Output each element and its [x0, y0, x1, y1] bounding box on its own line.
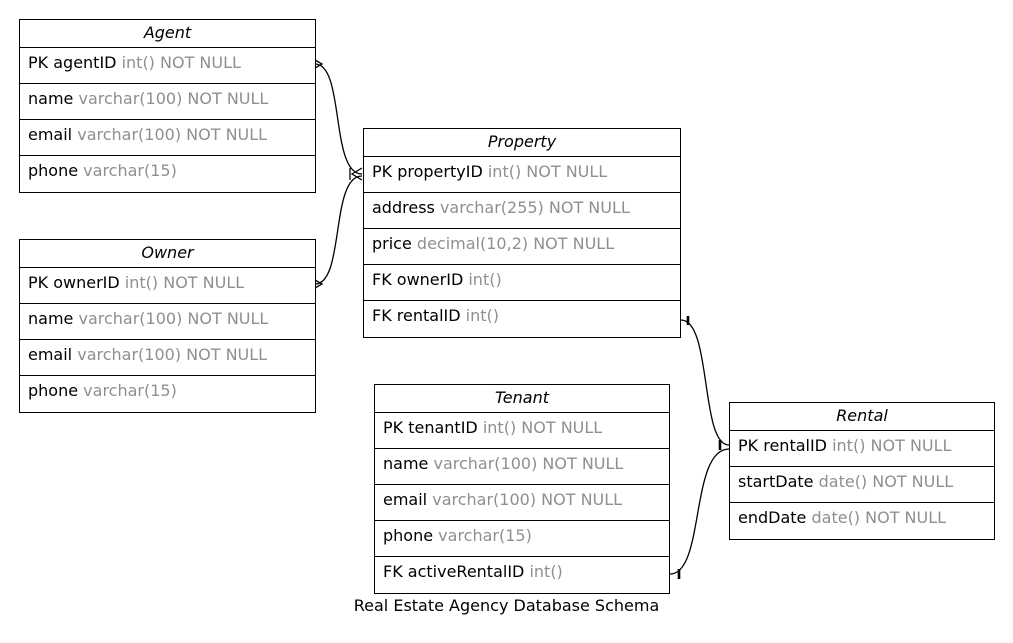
field-type: varchar(100) NOT NULL [77, 345, 268, 364]
field-name: address [372, 198, 435, 217]
field-row: PK propertyID int() NOT NULL [364, 157, 680, 193]
crow-foot-marker [314, 59, 324, 69]
field-name: PK tenantID [383, 418, 478, 437]
field-type: varchar(100) NOT NULL [77, 125, 268, 144]
field-row: email varchar(100) NOT NULL [375, 485, 669, 521]
field-type: int() NOT NULL [121, 53, 241, 72]
field-type: decimal(10,2) NOT NULL [416, 234, 615, 253]
field-type: int() [468, 270, 502, 289]
field-name: phone [28, 381, 79, 400]
crow-foot-marker [350, 167, 363, 181]
field-row: FK activeRentalID int() [375, 557, 669, 593]
field-row: startDate date() NOT NULL [730, 467, 994, 503]
field-name: email [383, 490, 428, 509]
relation-line [669, 448, 730, 575]
field-name: FK activeRentalID [383, 562, 525, 581]
field-name: FK ownerID [372, 270, 464, 289]
field-name: PK propertyID [372, 162, 483, 181]
field-name: name [28, 89, 74, 108]
field-row: PK agentID int() NOT NULL [20, 48, 315, 84]
field-name: FK rentalID [372, 306, 461, 325]
field-row: endDate date() NOT NULL [730, 503, 994, 539]
field-name: startDate [738, 472, 814, 491]
entity-title: Rental [730, 403, 994, 431]
crow-foot-marker [314, 279, 324, 289]
entity-tenant: Tenant PK tenantID int() NOT NULL name v… [374, 384, 670, 594]
field-type: int() NOT NULL [487, 162, 608, 181]
field-name: PK rentalID [738, 436, 827, 455]
field-type: int() NOT NULL [832, 436, 952, 455]
field-row: email varchar(100) NOT NULL [20, 120, 315, 156]
entity-rental: Rental PK rentalID int() NOT NULL startD… [729, 402, 995, 540]
entity-title: Tenant [375, 385, 669, 413]
field-row: PK rentalID int() NOT NULL [730, 431, 994, 467]
field-type: varchar(100) NOT NULL [432, 490, 623, 509]
field-type: int() [529, 562, 563, 581]
field-type: int() NOT NULL [482, 418, 603, 437]
entity-title: Agent [20, 20, 315, 48]
field-type: date() NOT NULL [818, 472, 954, 491]
relation-tenant-rental [669, 448, 730, 579]
entity-owner: Owner PK ownerID int() NOT NULL name var… [19, 239, 316, 413]
field-row: PK tenantID int() NOT NULL [375, 413, 669, 449]
field-row: PK ownerID int() NOT NULL [20, 268, 315, 304]
field-row: phone varchar(15) [20, 376, 315, 412]
field-row: email varchar(100) NOT NULL [20, 340, 315, 376]
entity-title: Property [364, 129, 680, 157]
field-name: email [28, 125, 73, 144]
field-row: name varchar(100) NOT NULL [375, 449, 669, 485]
field-name: name [28, 309, 74, 328]
field-type: varchar(15) [83, 161, 177, 180]
field-name: email [28, 345, 73, 364]
field-name: PK agentID [28, 53, 117, 72]
field-name: phone [383, 526, 434, 545]
relation-agent-property [314, 59, 363, 181]
field-row: phone varchar(15) [375, 521, 669, 557]
relation-property-rental [680, 316, 730, 450]
field-name: PK ownerID [28, 273, 120, 292]
relation-line [314, 63, 363, 175]
field-name: phone [28, 161, 79, 180]
field-row: address varchar(255) NOT NULL [364, 193, 680, 229]
field-type: int() NOT NULL [124, 273, 245, 292]
field-name: name [383, 454, 429, 473]
entity-property: Property PK propertyID int() NOT NULL ad… [363, 128, 681, 338]
field-type: varchar(255) NOT NULL [439, 198, 630, 217]
field-row: price decimal(10,2) NOT NULL [364, 229, 680, 265]
field-name: price [372, 234, 412, 253]
field-row: name varchar(100) NOT NULL [20, 304, 315, 340]
field-type: varchar(15) [83, 381, 177, 400]
field-type: varchar(100) NOT NULL [78, 309, 269, 328]
entity-title: Owner [20, 240, 315, 268]
field-type: varchar(100) NOT NULL [433, 454, 624, 473]
field-type: varchar(15) [438, 526, 532, 545]
relation-line [314, 175, 363, 285]
field-row: name varchar(100) NOT NULL [20, 84, 315, 120]
diagram-caption: Real Estate Agency Database Schema [353, 596, 660, 615]
field-type: varchar(100) NOT NULL [78, 89, 269, 108]
field-row: FK ownerID int() [364, 265, 680, 301]
field-type: int() [465, 306, 499, 325]
field-row: FK rentalID int() [364, 301, 680, 337]
relation-owner-property [314, 175, 363, 289]
field-name: endDate [738, 508, 807, 527]
relation-line [680, 319, 730, 446]
field-type: date() NOT NULL [811, 508, 947, 527]
field-row: phone varchar(15) [20, 156, 315, 192]
entity-agent: Agent PK agentID int() NOT NULL name var… [19, 19, 316, 193]
